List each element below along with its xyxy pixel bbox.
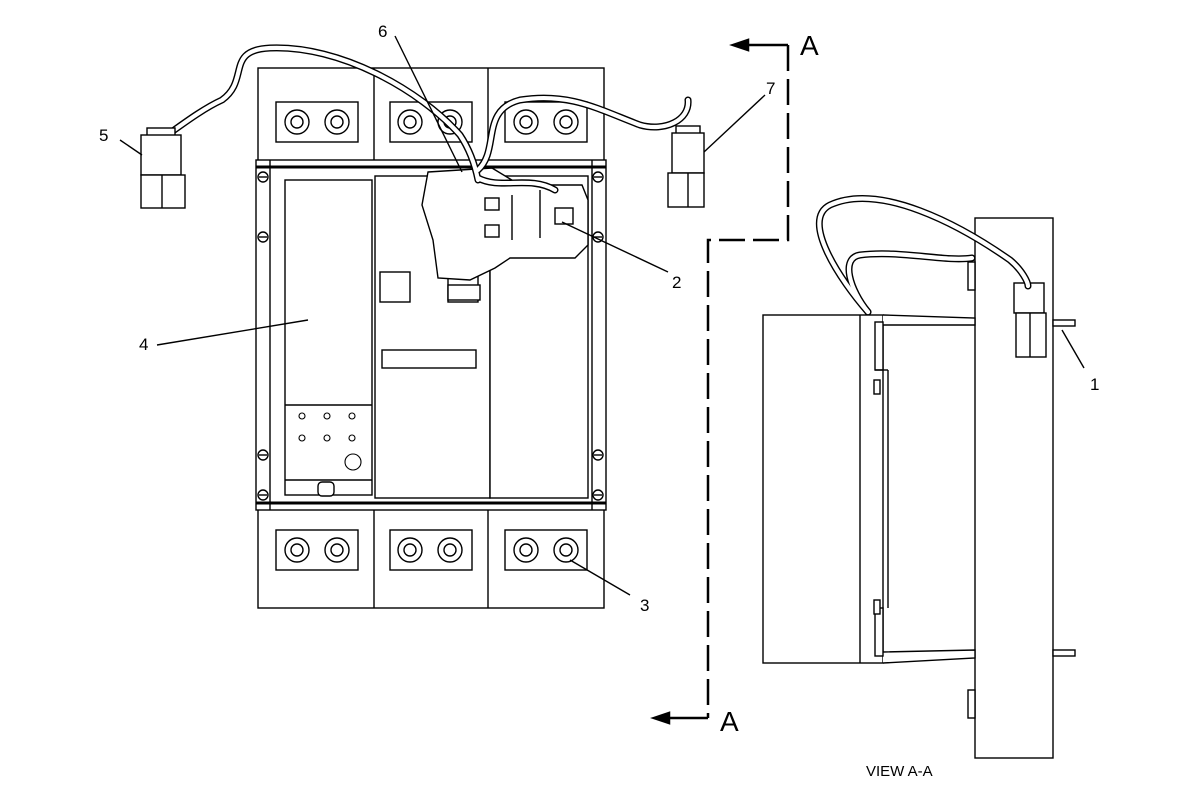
view-caption: VIEW A-A: [866, 763, 933, 780]
bottom-lugs: [284, 537, 579, 563]
callout-2: 2: [672, 273, 681, 292]
trip-unit: [284, 179, 373, 496]
connector-right: [667, 125, 705, 208]
breaker-handle: [381, 349, 477, 369]
mounting-screws: [257, 171, 604, 501]
side-breaker-body: [762, 314, 884, 664]
callout-6: 6: [378, 22, 387, 41]
callout-5: 5: [99, 126, 108, 145]
breaker-front-view: [255, 67, 607, 609]
callout-1: 1: [1090, 375, 1099, 394]
section-letter-bottom: A: [720, 706, 739, 737]
section-arrows: [650, 38, 788, 725]
leader-lines: [119, 35, 1085, 596]
callout-7: 7: [766, 79, 775, 98]
section-line: [706, 45, 790, 718]
connector-left: [140, 127, 186, 209]
indicator-window: [379, 271, 411, 303]
callout-4: 4: [139, 335, 148, 354]
test-button: [317, 481, 335, 497]
trip-unit-dials: [298, 412, 362, 471]
side-view: [762, 217, 1076, 759]
section-letter-top: A: [800, 30, 819, 61]
callout-3: 3: [640, 596, 649, 615]
